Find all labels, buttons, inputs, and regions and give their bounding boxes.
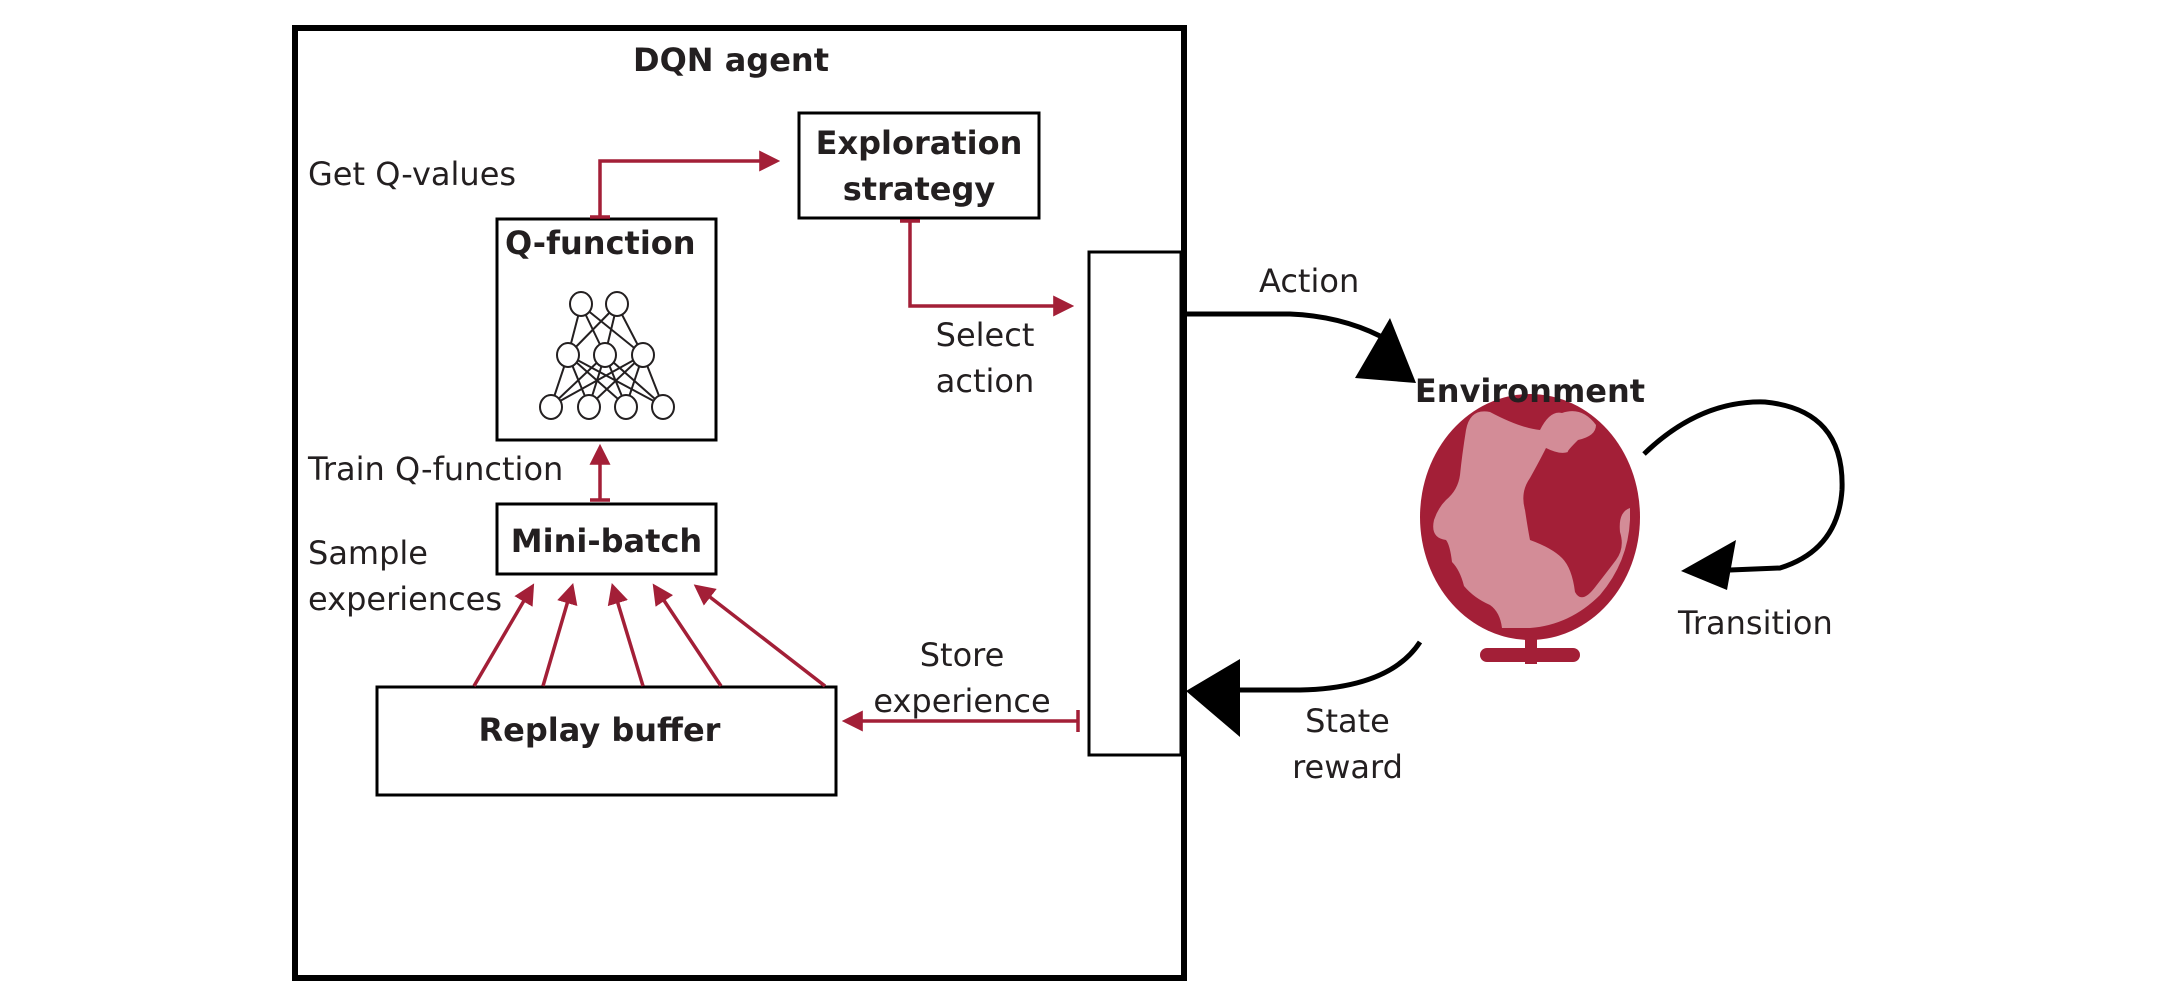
- neural-network-icon: [539, 291, 675, 420]
- get-q-values-label: Get Q-values: [308, 155, 517, 193]
- state-reward-arrowhead: [1186, 659, 1240, 737]
- store-experience-label-2: experience: [873, 682, 1051, 720]
- action-arrow: [1183, 311, 1382, 339]
- sample-experiences-label-1: Sample: [308, 534, 428, 572]
- sample-experiences-label-2: experiences: [308, 580, 503, 618]
- replay-buffer-box[interactable]: [375, 685, 838, 797]
- train-q-function-label: Train Q-function: [308, 450, 564, 488]
- transition-arrow: [1642, 399, 1845, 573]
- mini-batch-label: Mini-batch: [510, 522, 703, 560]
- exploration-strategy-label-2: strategy: [842, 170, 996, 208]
- select-action-arrow: [908, 220, 1075, 317]
- dqn-agent-box: [292, 25, 1187, 981]
- mini-batch-box[interactable]: [495, 502, 718, 576]
- state-reward-label-1: State: [1305, 702, 1390, 740]
- agent-interface-box: [1087, 250, 1183, 757]
- transition-arrowhead: [1681, 540, 1736, 590]
- q-function-label: Q-function: [505, 224, 696, 262]
- exploration-strategy-box[interactable]: [797, 111, 1041, 220]
- transition-label: Transition: [1678, 604, 1833, 642]
- sample-experiences-arrows: [472, 582, 827, 688]
- q-function-box[interactable]: [495, 217, 718, 442]
- environment-title: Environment: [1414, 372, 1646, 410]
- dqn-agent-title: DQN agent: [633, 41, 829, 79]
- globe-icon: [1420, 394, 1640, 664]
- select-action-label-2: action: [935, 362, 1035, 400]
- replay-buffer-label: Replay buffer: [478, 711, 721, 749]
- select-action-label-1: Select: [935, 316, 1035, 354]
- store-experience-label-1: Store: [919, 636, 1005, 674]
- state-reward-label-2: reward: [1292, 748, 1403, 786]
- get-q-values-arrow: [598, 150, 781, 217]
- exploration-strategy-label-1: Exploration: [815, 124, 1023, 162]
- action-arrowhead: [1355, 318, 1416, 383]
- state-reward-arrow: [1230, 640, 1423, 693]
- action-label: Action: [1259, 262, 1360, 300]
